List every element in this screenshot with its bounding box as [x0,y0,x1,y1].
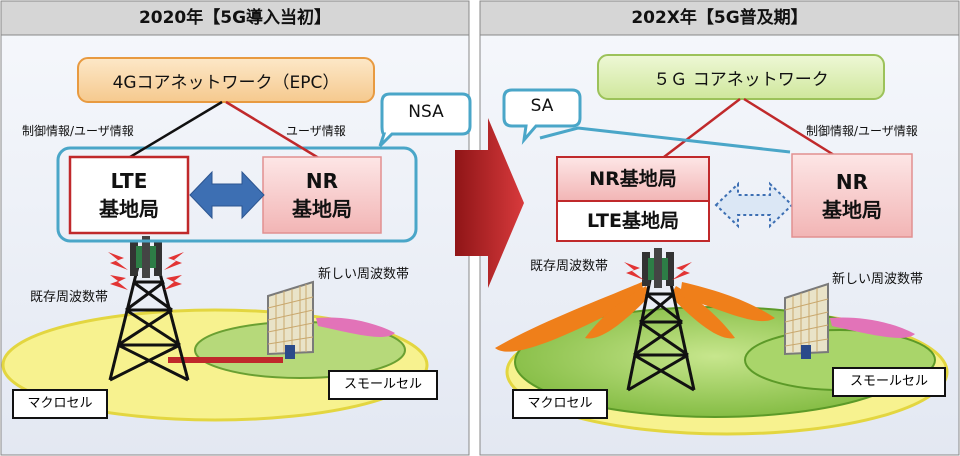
right-core-label: ５Ｇ コアネットワーク [653,70,829,90]
right-lte-station-box [556,200,710,242]
left-macro-cell-tag: マクロセル [12,389,108,419]
transition-arrow [455,118,524,288]
right-header: 202X年【5G普及期】 [631,8,808,28]
left-lte-title: LTE 基地局 [70,167,188,223]
right-lte-station-label: LTE基地局 [587,210,679,232]
left-header-bg [0,0,470,36]
left-header: 2020年【5G導入当初】 [138,8,332,28]
right-nr-station-label: NR基地局 [589,168,677,190]
left-nsa-group [56,146,418,243]
right-nr-line2: 基地局 [822,198,882,222]
left-beam-pink [316,317,395,337]
left-lte-box [68,155,190,235]
right-nr-line1: NR [835,170,869,194]
right-control-user-label: 制御情報/ユーザ情報 [806,124,918,138]
left-tower [108,257,190,382]
left-antenna-array [130,236,162,278]
right-new-band: 新しい周波数帯 [832,272,924,287]
right-small-cell-antenna [784,282,829,359]
right-core-line-left [659,98,741,161]
right-nr-station-box [556,156,710,202]
left-link-line [168,357,283,363]
left-existing-band: 既存周波数帯 [30,290,109,305]
left-user-label: ユーザ情報 [286,124,346,138]
left-small-cell-antenna [267,280,314,359]
right-existing-band: 既存周波数帯 [530,259,609,274]
left-small-cell-tag: スモールセル [328,370,438,400]
right-nr-title: NR 基地局 [792,168,912,224]
right-core-box [597,54,885,100]
left-user-line [225,100,323,162]
right-tower [626,269,696,392]
right-antenna-array [642,248,674,288]
left-nr-line1: NR [305,169,339,193]
right-core-line-right [743,97,843,162]
left-nr-line2: 基地局 [292,197,352,221]
left-nr-title: NR 基地局 [263,167,381,223]
right-macro-cell-tag: マクロセル [512,389,608,419]
left-new-band: 新しい周波数帯 [318,267,410,282]
left-lte-line2: 基地局 [99,197,159,221]
right-sa-label: SA [530,96,554,116]
left-nr-box [262,156,382,234]
left-double-arrow [189,170,265,220]
right-nr-box [791,153,913,238]
left-nsa-callout [378,92,472,148]
left-lte-line1: LTE [110,169,148,193]
left-core-label: 4Gコアネットワーク（EPC） [112,73,340,93]
right-small-cell-tag: スモールセル [832,367,946,397]
right-beams-orange [495,282,775,352]
left-signal-bolts [108,252,184,290]
right-beam-pink [830,317,915,338]
left-control-user-label: 制御情報/ユーザ情報 [22,124,134,138]
right-sa-pointer [539,126,791,154]
right-header-bg [479,0,960,36]
left-control-line [124,100,223,162]
left-nsa-label: NSA [408,102,444,122]
right-sa-callout [502,88,582,145]
